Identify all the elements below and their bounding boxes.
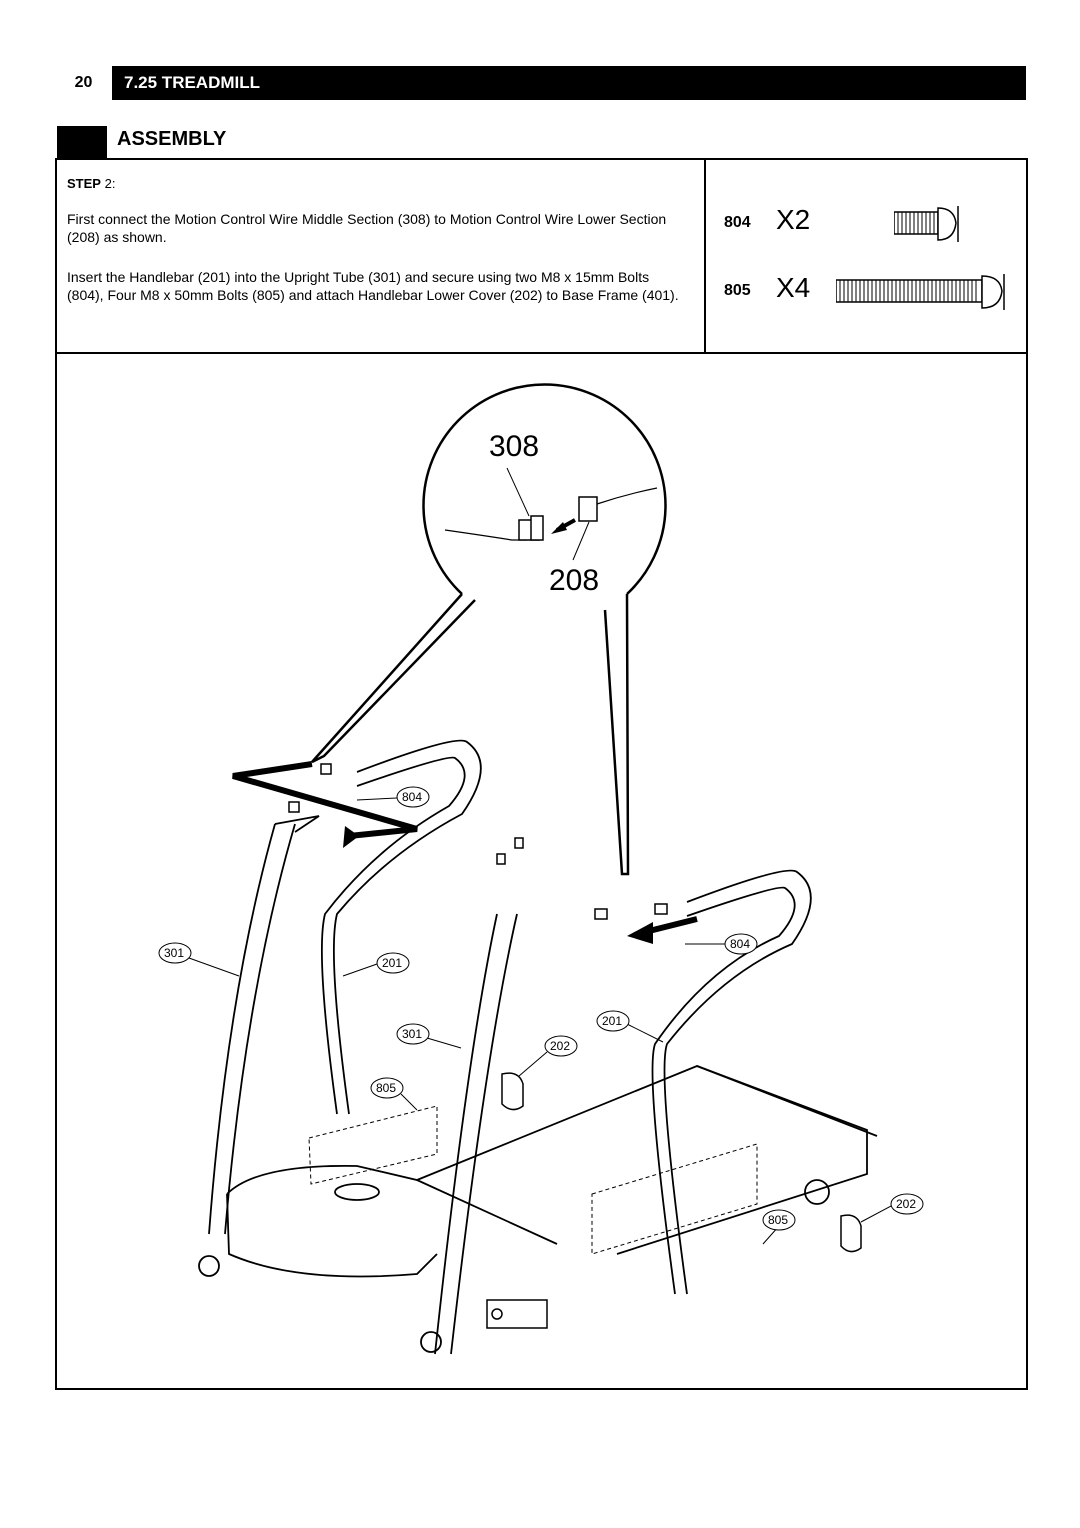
left-handlebar [320,739,482,1115]
detail-label-208: 208 [549,564,599,597]
instruction-paragraph-1: First connect the Motion Control Wire Mi… [67,211,667,245]
callout-804-top: 804 [356,786,430,808]
instructions-box: STEP 2: First connect the Motion Control… [57,160,706,354]
part-number: 804 [724,214,751,231]
assembly-diagram: 308 208 [158,383,924,1355]
page-number: 20 [57,66,110,100]
part-quantity: X2 [776,204,811,235]
section-title: ASSEMBLY [117,128,227,150]
callout-202-right: 202 [860,1193,924,1223]
callout-201-right: 201 [596,1010,664,1043]
instruction-paragraph-2: Insert the Handlebar (201) into the Upri… [67,269,679,303]
callout-label: 804 [402,790,422,804]
callout-804-right: 804 [685,933,758,955]
wire-connectors [288,763,668,920]
callout-label: 201 [602,1014,622,1028]
treadmill-base [198,1065,878,1353]
callout-label: 202 [550,1039,570,1053]
handlebar-lower-cover [501,1072,862,1253]
arrow-head [343,826,359,848]
insert-arrow [644,916,698,935]
part-quantity: X4 [776,272,811,303]
detail-label-308: 308 [489,430,539,463]
control-panel [486,1299,548,1329]
connector-detail [444,467,658,561]
step-word: STEP [67,176,101,191]
step-label: STEP 2: [67,176,116,191]
document-title: 7.25 TREADMILL [112,66,1026,100]
parts-box: 804 X2 805 X4 [706,160,1026,354]
arrow-head [627,922,653,944]
page-header: 20 7.25 TREADMILL [57,66,1026,100]
callout-201-left: 201 [342,952,410,977]
callout-label: 301 [402,1027,422,1041]
left-upright-tube [208,815,320,1235]
step-number: 2 [104,176,112,191]
detail-zoom-circle [311,383,667,876]
part-number: 805 [724,282,751,299]
short-bolt-icon [894,206,959,242]
callout-202-top: 202 [518,1035,578,1077]
right-upright-tube [434,913,518,1355]
part-row-804: 804 X2 [724,204,1014,244]
bolt-guides [308,1105,758,1255]
callout-label: 804 [730,937,750,951]
callout-805-right: 805 [762,1209,796,1245]
zigzag-arrow [232,761,418,839]
callout-label: 805 [376,1081,396,1095]
callout-805-left: 805 [370,1077,418,1111]
section-marker [57,126,107,158]
callout-label: 805 [768,1213,788,1227]
callout-label: 201 [382,956,402,970]
right-handlebar [651,869,812,1295]
long-bolt-icon [836,274,1005,310]
callout-301-left: 301 [158,942,240,977]
assembly-panel: STEP 2: First connect the Motion Control… [55,158,1028,1390]
callout-label: 301 [164,946,184,960]
callout-301-right: 301 [396,1023,462,1049]
callout-label: 202 [896,1197,916,1211]
part-row-805: 805 X4 [724,272,1024,312]
